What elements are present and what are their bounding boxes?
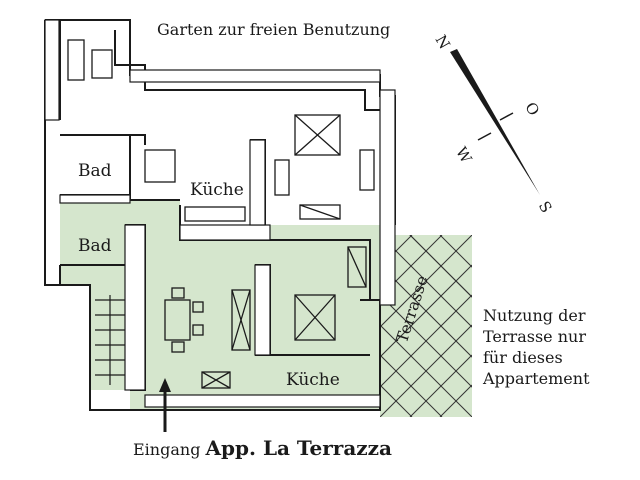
furniture	[67, 39, 375, 389]
entrance-caption: Eingang App. La Terrazza	[133, 438, 392, 458]
terrace-usage-note: Nutzung der Terrasse nur für dieses Appa…	[483, 305, 633, 389]
compass-arrow	[450, 49, 540, 195]
entrance-arrow	[159, 378, 171, 432]
entrance-prefix: Eingang	[133, 440, 201, 459]
garden-label: Garten zur freien Benutzung	[157, 20, 391, 39]
room-label-bath-lower: Bad	[78, 236, 112, 256]
terrace-note-line: Appartement	[483, 369, 590, 388]
apartment-name: App. La Terrazza	[205, 436, 392, 460]
staircase	[95, 295, 125, 385]
wall-bands	[44, 19, 396, 408]
room-label-kitchen-lower: Küche	[286, 370, 340, 390]
terrace-lattice	[380, 235, 472, 417]
terrace-note-line: Nutzung der	[483, 306, 586, 325]
room-label-kitchen-upper: Küche	[190, 180, 244, 200]
terrace-note-line: Terrasse nur	[483, 327, 586, 346]
terrace-note-line: für dieses	[483, 348, 563, 367]
room-label-bath-upper: Bad	[78, 161, 112, 181]
